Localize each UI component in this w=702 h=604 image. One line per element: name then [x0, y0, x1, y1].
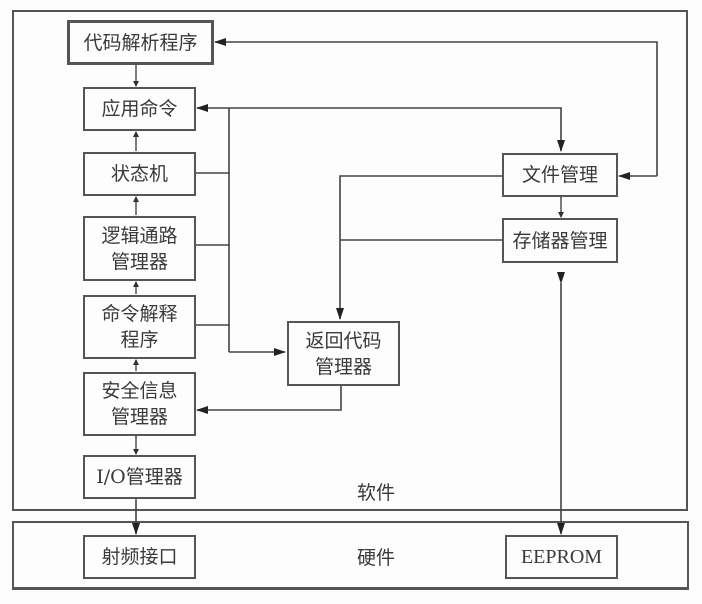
security-info-manager-box: 安全信息 管理器	[83, 372, 196, 436]
return-code-manager-box: 返回代码 管理器	[287, 321, 400, 386]
hardware-layer-label: 硬件	[357, 547, 396, 569]
return-code-manager-label: 返回代码 管理器	[305, 329, 382, 378]
state-machine-box: 状态机	[83, 152, 196, 196]
hardware-layer-frame	[12, 521, 689, 590]
logic-channel-manager-label: 逻辑通路 管理器	[101, 224, 178, 273]
link-app-command-to-file	[229, 107, 565, 152]
app-command-box: 应用命令	[83, 87, 196, 131]
memory-manager-box: 存储器管理	[502, 218, 618, 263]
software-layer-frame	[12, 10, 688, 511]
code-parser-box: 代码解析程序	[67, 20, 214, 65]
command-interpreter-label: 命令解释 程序	[101, 303, 178, 351]
link-file-to-code-parser	[214, 38, 658, 176]
eeprom-box: EEPROM	[505, 535, 618, 579]
security-info-manager-label: 安全信息 管理器	[101, 380, 178, 428]
memory-manager-label: 存储器管理	[512, 229, 608, 252]
software-layer-label: 软件	[357, 482, 396, 504]
rf-interface-box: 射频接口	[83, 535, 196, 579]
link-return-code-to-security	[196, 386, 342, 414]
io-manager-label: I/O管理器	[96, 466, 183, 488]
command-interpreter-box: 命令解释 程序	[83, 295, 196, 359]
rf-interface-label: 射频接口	[101, 546, 178, 568]
link-file-to-return-code	[336, 175, 502, 320]
eeprom-label: EEPROM	[520, 546, 603, 568]
io-manager-box: I/O管理器	[83, 455, 196, 499]
file-manager-label: 文件管理	[521, 164, 598, 186]
code-parser-label: 代码解析程序	[83, 31, 198, 54]
app-command-label: 应用命令	[101, 98, 178, 120]
state-machine-label: 状态机	[110, 163, 168, 185]
file-manager-box: 文件管理	[502, 153, 618, 197]
logic-channel-manager-box: 逻辑通路 管理器	[83, 216, 196, 281]
